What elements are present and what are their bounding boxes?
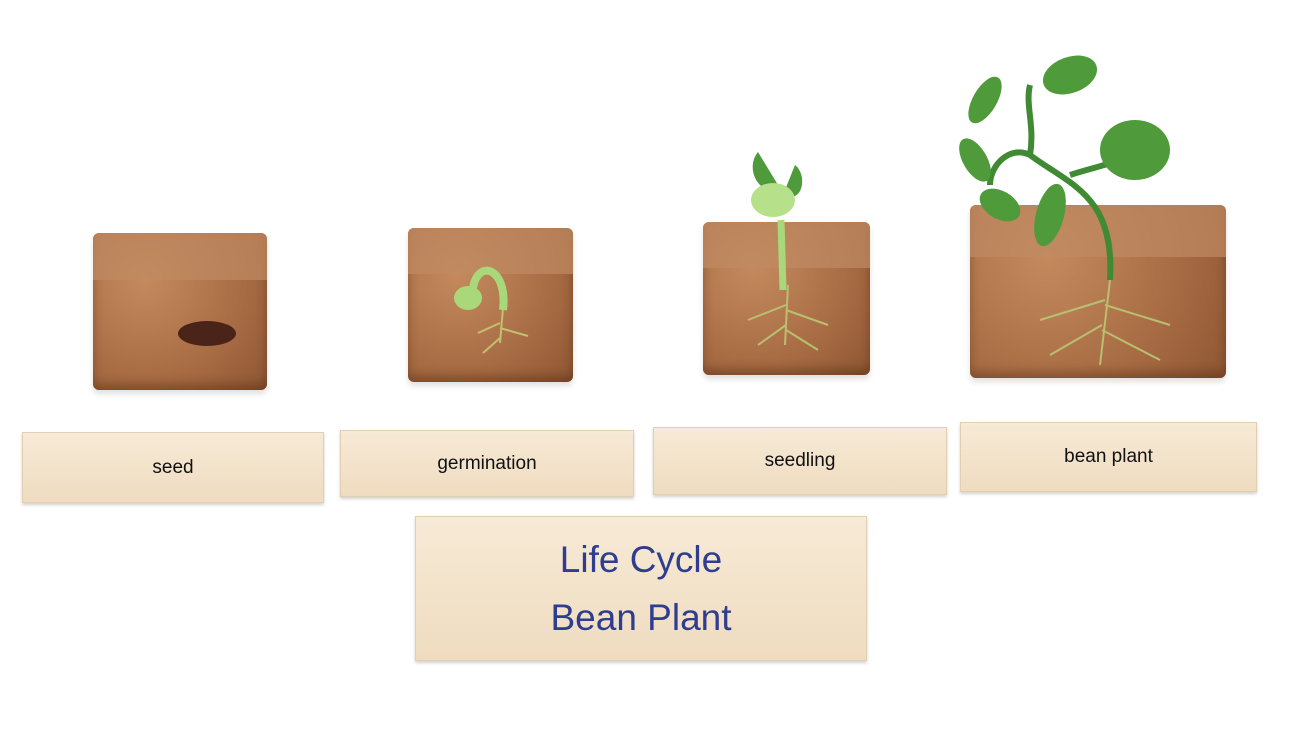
label-seedling: seedling xyxy=(653,427,947,495)
label-text: germination xyxy=(437,452,537,474)
label-text: bean plant xyxy=(1064,446,1153,467)
title-line-1: Life Cycle xyxy=(559,538,723,580)
title-board: Life Cycle Bean Plant xyxy=(415,516,867,661)
bean-seed xyxy=(178,321,236,346)
label-bean-plant: bean plant xyxy=(960,422,1257,492)
germinating-sprout xyxy=(454,266,529,354)
bean-plant xyxy=(959,55,1171,366)
label-text: seed xyxy=(152,456,194,478)
soil-block-seedling xyxy=(703,222,870,375)
title-line-2: Bean Plant xyxy=(550,596,732,638)
label-germination: germination xyxy=(340,430,634,497)
soil-block-bean-plant xyxy=(970,205,1226,378)
seedling-plant xyxy=(747,152,829,351)
soil-block-germination xyxy=(408,228,573,382)
label-seed: seed xyxy=(22,432,324,503)
label-text: seedling xyxy=(764,450,836,471)
soil-block-seed xyxy=(93,233,267,390)
